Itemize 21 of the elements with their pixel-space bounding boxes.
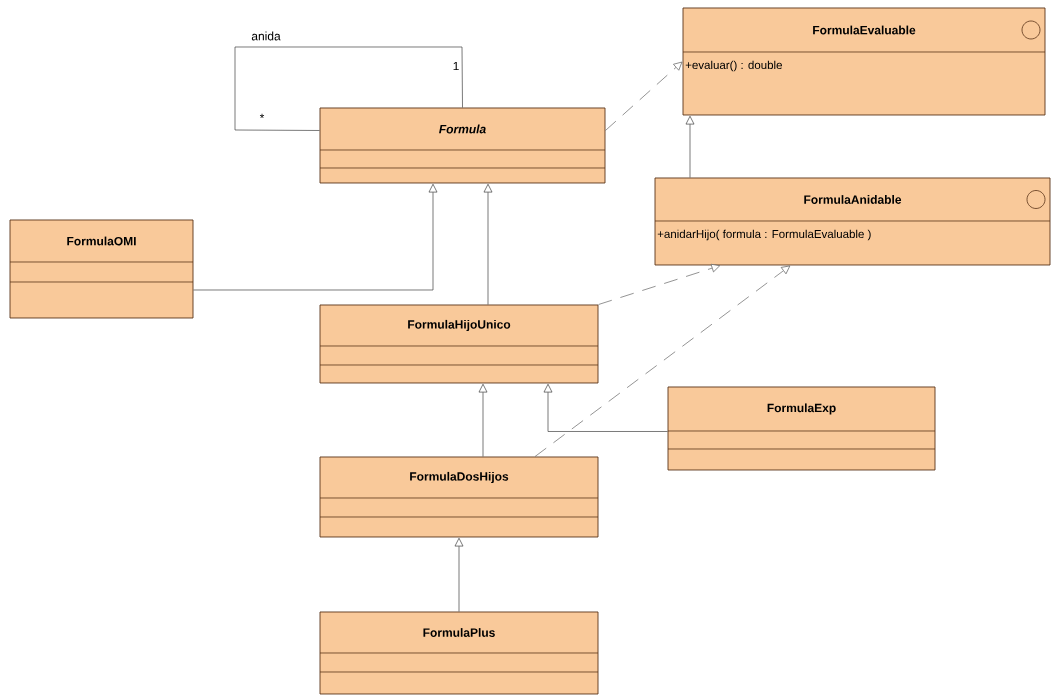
arrow: [483, 183, 493, 305]
arrow: [605, 61, 683, 131]
arrow: [598, 263, 721, 305]
edge-label: anida: [251, 31, 281, 41]
arrow: [478, 383, 488, 457]
arrow: [543, 383, 668, 432]
arrow: [685, 115, 695, 178]
class-box: FormulaExp: [667, 386, 936, 471]
multiplicity: *: [259, 113, 265, 119]
class-box: Formula: [319, 107, 606, 184]
class-box: FormulaPlus: [319, 611, 599, 695]
class-box: FormulaDosHijos: [319, 456, 599, 538]
multiplicity: 1: [453, 61, 459, 71]
arrow: [534, 265, 791, 457]
arrow: [454, 537, 464, 612]
class-box: FormulaHijoUnico: [319, 304, 599, 384]
association-line: [234, 46, 463, 131]
class-box: FormulaEvaluable +evaluar() : double: [682, 7, 1046, 116]
class-box: FormulaAnidable +anidarHijo( formula : FormulaEvaluable ): [654, 177, 1051, 266]
class-box: FormulaOMI: [9, 219, 194, 319]
arrow: [193, 183, 438, 291]
